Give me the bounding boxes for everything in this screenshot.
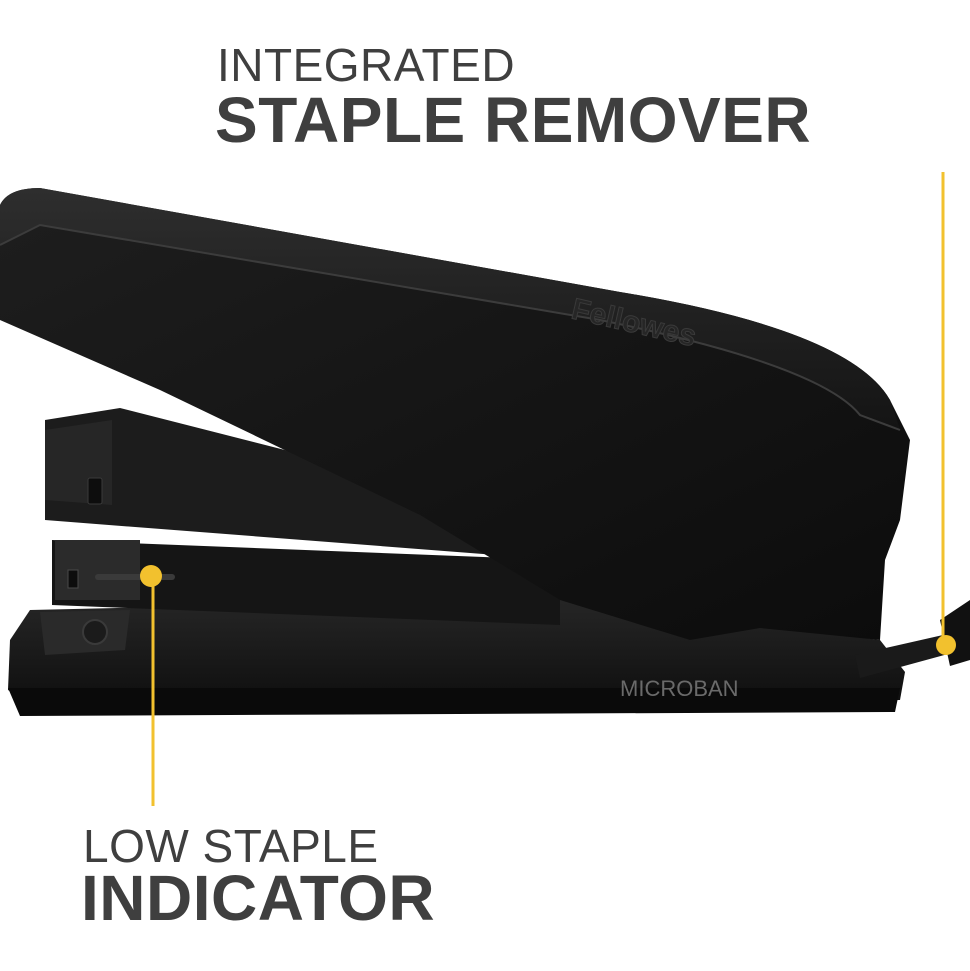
stapler-top-handle: Fellowes MICROBAN [0,188,910,701]
low-staple-callout-line1: LOW STAPLE [83,820,379,872]
staple-remover-callout-line2: STAPLE REMOVER [215,84,812,156]
staple-magazine [45,408,560,625]
staple-remover-callout-line1: INTEGRATED [217,39,516,91]
microban-badge-text: MICROBAN [620,676,739,701]
callout-lines [140,172,956,806]
low-staple-callout-line2: INDICATOR [81,862,436,934]
